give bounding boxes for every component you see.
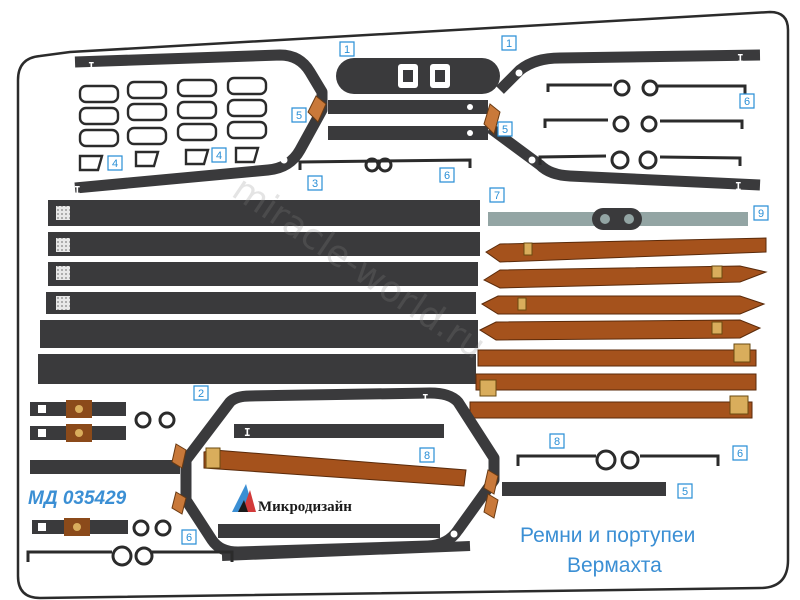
part-number-text: 6 bbox=[444, 170, 450, 182]
part-number-tag: 6 bbox=[439, 167, 455, 183]
small-brown-buckles bbox=[30, 400, 128, 536]
center-strap bbox=[328, 126, 488, 140]
part-number-tag: 5 bbox=[677, 483, 693, 499]
top-right-strap: II bbox=[486, 49, 761, 193]
part-number-tag: 8 bbox=[419, 447, 435, 463]
part-number-text: 7 bbox=[494, 190, 500, 202]
brand-name: Микродизайн bbox=[258, 499, 352, 515]
product-code: МД 035429 bbox=[28, 488, 127, 509]
part-number-text: 6 bbox=[186, 532, 192, 544]
svg-text:I: I bbox=[735, 180, 742, 193]
part-number-tag: 7 bbox=[489, 187, 505, 203]
part-number-text: 5 bbox=[682, 486, 688, 498]
svg-text:I: I bbox=[737, 52, 744, 65]
svg-text:I: I bbox=[422, 392, 429, 405]
part-number-text: 5 bbox=[296, 110, 302, 122]
center-strap bbox=[328, 100, 488, 114]
part-number-tag: 3 bbox=[307, 175, 323, 191]
svg-text:I: I bbox=[88, 60, 95, 73]
brass-clips bbox=[307, 95, 501, 135]
svg-text:I: I bbox=[244, 426, 251, 439]
top-buckle-plate bbox=[336, 58, 500, 94]
part-number-tag: 5 bbox=[291, 107, 307, 123]
hook-wire-8 bbox=[26, 449, 720, 567]
long-black-straps bbox=[38, 200, 480, 384]
brass-clips bbox=[171, 443, 499, 519]
part-number-tag: 8 bbox=[549, 433, 565, 449]
brand-logo bbox=[232, 484, 256, 512]
part-number-text: 3 bbox=[312, 178, 318, 190]
part-number-tag: 2 bbox=[193, 385, 209, 401]
part-number-text: 6 bbox=[744, 96, 750, 108]
part-number-tag: 6 bbox=[181, 529, 197, 545]
part-number-tag: 4 bbox=[107, 155, 123, 171]
grey-strap bbox=[488, 208, 748, 230]
brass-buckles bbox=[479, 242, 751, 415]
small-rings bbox=[132, 411, 176, 537]
part-number-text: 8 bbox=[554, 436, 560, 448]
buckle-frames bbox=[78, 76, 268, 172]
part-number-tag: 4 bbox=[211, 147, 227, 163]
part-number-text: 4 bbox=[112, 158, 118, 170]
bottom-left-strap bbox=[30, 460, 180, 474]
svg-text:I: I bbox=[236, 557, 243, 570]
part-number-text: 9 bbox=[758, 208, 764, 220]
part-number-tag: 1 bbox=[501, 35, 517, 51]
part-number-text: 4 bbox=[216, 150, 222, 162]
sheet-title-line1: Ремни и портупеи bbox=[520, 524, 695, 547]
part-number-text: 2 bbox=[198, 388, 204, 400]
part-number-text: 5 bbox=[502, 124, 508, 136]
part-number-tag: 6 bbox=[739, 93, 755, 109]
part-number-tag: 6 bbox=[732, 445, 748, 461]
part-number-tag: 5 bbox=[497, 121, 513, 137]
sheet-title-line2: Вермахта bbox=[567, 554, 662, 577]
hook-wires bbox=[298, 79, 747, 173]
part-number-tag: 1 bbox=[339, 41, 355, 57]
part-labels: 1 1 5 5 4 4 3 6 6 7 9 2 8 8 6 5 6 bbox=[107, 35, 769, 545]
part-number-text: 8 bbox=[424, 450, 430, 462]
part-number-tag: 9 bbox=[753, 205, 769, 221]
svg-text:I: I bbox=[74, 184, 81, 197]
brown-straps bbox=[469, 237, 768, 419]
part-number-text: 6 bbox=[737, 448, 743, 460]
part-number-text: 1 bbox=[344, 44, 350, 56]
part-number-text: 1 bbox=[506, 38, 512, 50]
